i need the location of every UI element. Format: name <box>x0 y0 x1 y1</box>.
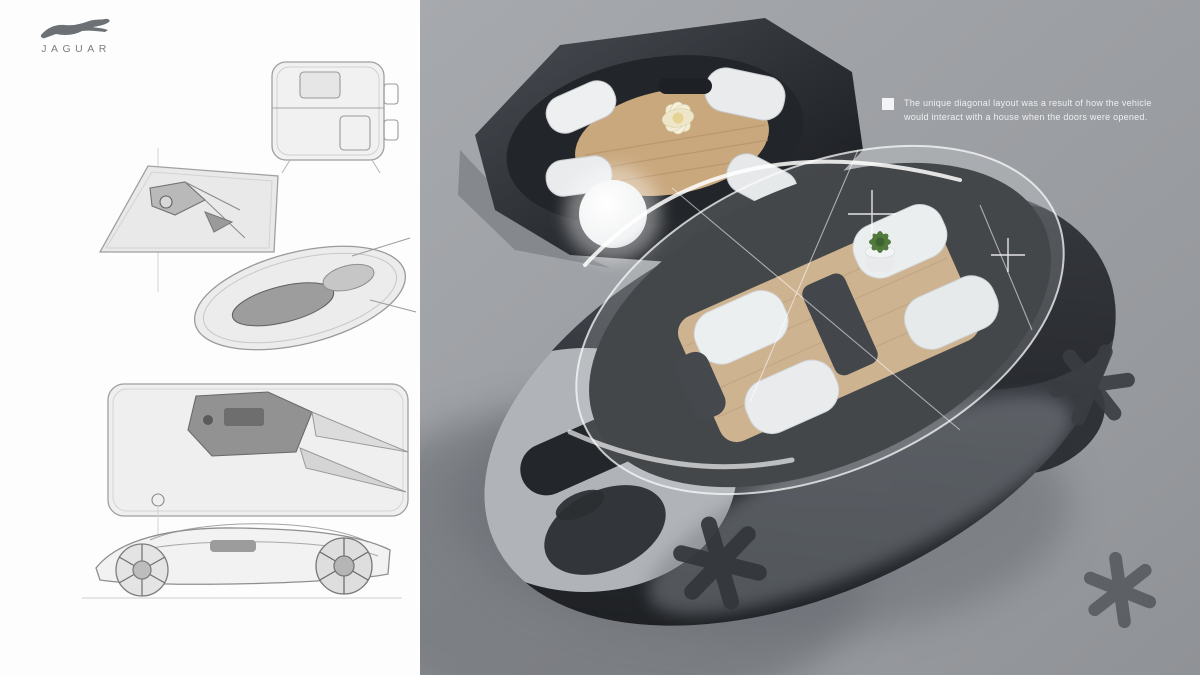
steering-yoke <box>675 351 726 419</box>
sketch-top-view <box>271 61 399 174</box>
sparkle-cross <box>848 190 1025 272</box>
front-wheel <box>544 485 666 575</box>
rear-wheel-sketch <box>315 537 373 595</box>
front-wheel-sketch <box>115 543 169 597</box>
center-console <box>802 273 878 376</box>
console <box>658 78 712 94</box>
steering-sphere <box>565 166 661 262</box>
sketch-interior-plan <box>98 148 279 292</box>
sketch-side-view <box>82 523 402 599</box>
plant-pot <box>864 231 896 272</box>
seat <box>903 275 999 350</box>
sketch-door-panel <box>107 383 409 562</box>
canopy-highlight <box>583 159 962 267</box>
jaguar-leaper-icon <box>40 18 110 39</box>
glass-canopy <box>575 144 1065 496</box>
wheel-star-mark <box>1070 541 1170 639</box>
car-render <box>420 144 1170 675</box>
jaguar-logo-text: JAGUAR <box>41 43 111 55</box>
canopy-rim-glow <box>567 429 795 470</box>
sketch-panel: JAGUAR <box>0 0 420 675</box>
lotus-flower <box>661 101 695 135</box>
cabin-interior <box>589 162 1051 488</box>
seat <box>693 290 789 365</box>
annotation-bullet-icon <box>882 98 894 110</box>
seat <box>744 359 840 435</box>
pencil-sketches <box>82 61 417 599</box>
annotation-text: The unique diagonal layout was a result … <box>904 98 1152 123</box>
concept-renders <box>420 18 1170 675</box>
design-annotation: The unique diagonal layout was a result … <box>882 96 1158 125</box>
light-streaks <box>671 149 1033 431</box>
seat <box>545 80 617 134</box>
door-open-render <box>458 18 863 268</box>
render-panel: The unique diagonal layout was a result … <box>420 0 1200 675</box>
door-blade <box>458 150 610 268</box>
sketch-cockpit-detail <box>193 237 417 351</box>
jaguar-logo: JAGUAR <box>34 18 118 55</box>
